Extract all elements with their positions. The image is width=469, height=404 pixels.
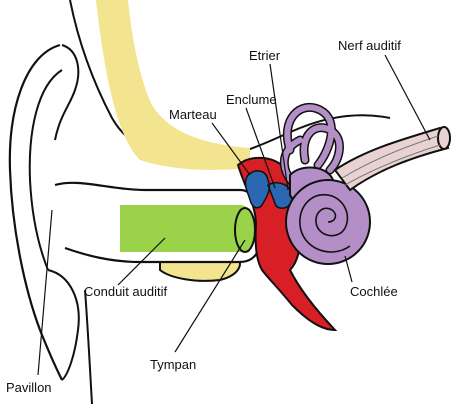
pinna-inner-fold xyxy=(28,69,63,271)
tympanum-shape xyxy=(234,207,256,253)
cochlea-spiral xyxy=(299,193,351,253)
pinna-helix xyxy=(54,44,80,141)
label-enclume: Enclume xyxy=(226,92,277,107)
pointer-lines xyxy=(37,54,431,376)
pointer-tympan xyxy=(174,239,246,353)
pointer-etrier xyxy=(269,63,289,191)
head-contour xyxy=(84,289,93,404)
label-pavillon: Pavillon xyxy=(6,380,52,395)
label-cochlee: Cochlée xyxy=(350,284,398,299)
inner-ear xyxy=(279,102,371,265)
label-tympan: Tympan xyxy=(150,357,196,372)
nerve-end xyxy=(437,126,451,150)
pointer-nerf xyxy=(384,54,431,141)
pointer-conduit xyxy=(117,237,166,286)
auditory-nerve xyxy=(333,126,450,192)
pointer-enclume xyxy=(245,107,276,189)
pointer-cochlee xyxy=(344,255,353,283)
ear-canal-fill xyxy=(120,205,255,252)
label-conduit-auditif: Conduit auditif xyxy=(84,284,167,299)
pinna-lower-lobe xyxy=(47,269,80,381)
label-nerf-auditif: Nerf auditif xyxy=(338,38,401,53)
pinna-outline xyxy=(8,43,63,381)
label-marteau: Marteau xyxy=(169,107,217,122)
label-etrier: Etrier xyxy=(249,48,281,63)
nerve-fibers xyxy=(341,135,441,186)
pointer-pavillon xyxy=(37,209,53,376)
pointer-marteau xyxy=(211,122,251,176)
bone-region xyxy=(96,0,250,170)
